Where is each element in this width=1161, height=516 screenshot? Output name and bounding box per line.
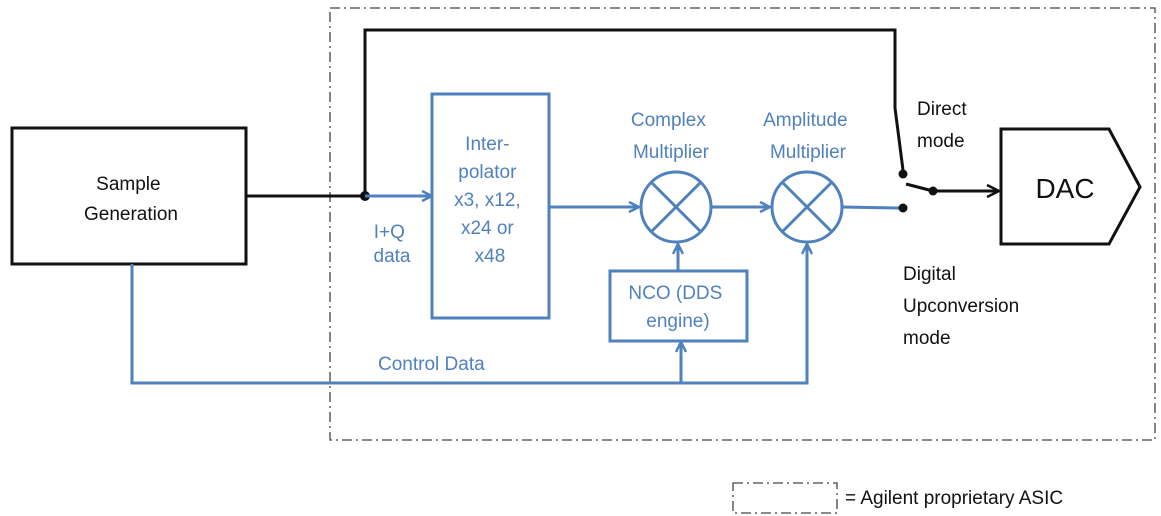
complex-multiplier-icon xyxy=(639,170,713,244)
interpolator-label-line5: x48 xyxy=(475,246,506,267)
legend-text: = Agilent proprietary ASIC xyxy=(845,488,1063,509)
amplitude-multiplier-label-line2: Multiplier xyxy=(770,142,847,163)
sample-generation-label-line1: Sample xyxy=(96,174,160,195)
svg-text:Complex Multiplier: Complex Multiplier xyxy=(631,110,711,163)
direct-mode-label-line2: mode xyxy=(917,131,965,152)
sample-generation-label-line2: Generation xyxy=(84,204,178,225)
complex-multiplier-label-line1: Complex xyxy=(631,110,706,131)
nco-block xyxy=(608,269,749,343)
legend-dashed-swatch xyxy=(732,482,838,514)
svg-text:Digital Upconversion m: Digital Upconversion mode xyxy=(903,264,1024,349)
svg-text:NCO (DDS engine): NCO (DDS engine) xyxy=(628,283,727,332)
control-data-bus xyxy=(130,244,807,385)
control-data-label: Control Data xyxy=(378,354,485,375)
svg-text:I+Q data: I+Q data xyxy=(374,222,411,267)
mode-switch-icon xyxy=(898,169,938,213)
direct-mode-label-line1: Direct xyxy=(917,99,967,120)
interpolator-label-line2: polator xyxy=(458,162,517,183)
interpolator-label-line1: Inter- xyxy=(465,134,509,155)
dac-block xyxy=(999,127,1142,246)
complex-multiplier-label-line2: Multiplier xyxy=(633,142,710,163)
iq-data-label-line1: I+Q xyxy=(374,222,405,243)
amplitude-multiplier-label-line1: Amplitude xyxy=(763,110,848,131)
interpolator-label-line3: x3, x12, xyxy=(454,190,521,211)
iq-data-label-line2: data xyxy=(374,246,411,267)
direct-mode-bypass-line xyxy=(363,28,905,196)
dac-label: DAC xyxy=(1035,173,1094,204)
svg-text:Inter- polator x3, x12: Inter- polator x3, x12, x24 or x48 xyxy=(454,134,526,267)
svg-text:Sample Generation: Sample Generation xyxy=(84,174,178,225)
digital-upconversion-label-line3: mode xyxy=(903,328,951,349)
svg-text:Direct mode: Direct mode xyxy=(917,99,972,152)
nco-label-line1: NCO (DDS xyxy=(628,283,722,304)
digital-upconversion-label-line2: Upconversion xyxy=(903,296,1019,317)
sample-generation-block xyxy=(10,126,248,266)
asic-boundary xyxy=(329,7,1156,441)
amplitude-multiplier-icon xyxy=(770,170,844,244)
digital-upconversion-label-line1: Digital xyxy=(903,264,956,285)
svg-text:Amplitude Multiplier: Amplitude Multiplier xyxy=(763,110,853,163)
amplitude-to-switch-line xyxy=(841,205,900,210)
interpolator-label-line4: x24 or xyxy=(461,218,514,239)
nco-label-line2: engine) xyxy=(646,311,709,332)
interpolator-block xyxy=(430,92,551,320)
